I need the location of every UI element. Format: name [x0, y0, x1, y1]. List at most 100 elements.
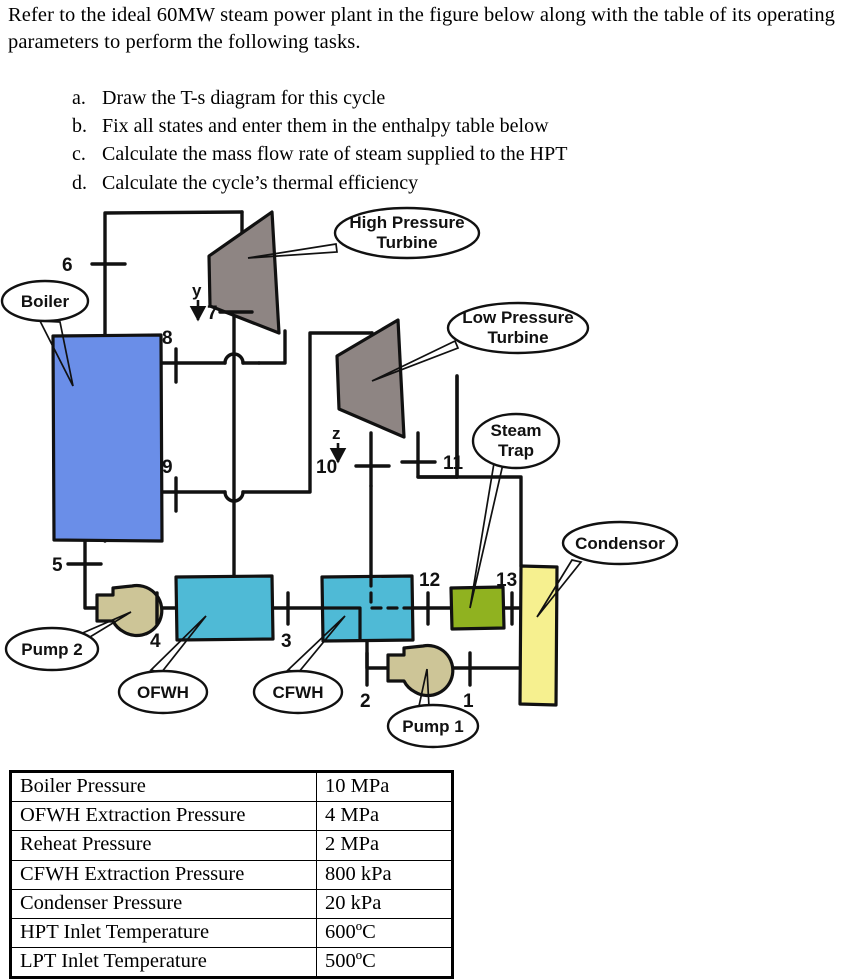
list-item: d. Calculate the cycle’s thermal efficie… — [72, 169, 772, 197]
task-marker: a. — [72, 87, 86, 109]
callout-bubble-boiler — [0, 279, 90, 323]
callout-bubble-steam-trap — [471, 412, 561, 470]
parameter-name: LPT Inlet Temperature — [10, 947, 317, 979]
list-item: c. Calculate the mass flow rate of steam… — [72, 140, 772, 168]
callout-pump-2: Pump 2 — [4, 611, 132, 672]
parameter-value: 500ºC — [316, 947, 453, 979]
pump-1-device — [386, 643, 455, 698]
low-pressure-turbine — [335, 318, 406, 439]
state-label-5: 5 — [52, 555, 63, 576]
callout-high-pressure-turbine: High Pressure Turbine — [247, 206, 481, 260]
list-item: b. Fix all states and enter them in the … — [72, 112, 772, 140]
parameter-value: 2 MPa — [316, 830, 453, 861]
callout-bubble-condenser — [561, 520, 679, 566]
parameter-name: CFWH Extraction Pressure — [10, 859, 317, 890]
callout-tail-lpt — [371, 339, 460, 382]
state-label-10: 10 — [316, 457, 337, 478]
state-label-12: 12 — [419, 570, 440, 591]
callout-label-ofwh: OFWH — [137, 683, 189, 702]
parameter-name: Condenser Pressure — [10, 888, 317, 919]
callout-bubble-ofwh — [117, 669, 209, 715]
condenser-vessel — [518, 564, 559, 707]
table-row: Condenser Pressure 20 kPa — [10, 888, 453, 919]
callout-label-steam-trap-line2: Trap — [498, 441, 534, 460]
task-marker: d. — [72, 171, 87, 194]
flow-fraction-y: y — [192, 281, 202, 300]
boiler-vessel — [51, 333, 164, 543]
callout-label-condenser: Condensor — [575, 534, 665, 553]
table-row: OFWH Extraction Pressure 4 MPa — [10, 801, 453, 832]
intro-paragraph: Refer to the ideal 60MW steam power plan… — [8, 4, 836, 54]
task-text: Draw the T-s diagram for this cycle — [102, 87, 386, 109]
pipe-state-5 — [83, 539, 99, 610]
pipe-hpt-exit-to-reheat — [257, 329, 287, 365]
list-item: a. Draw the T-s diagram for this cycle — [72, 84, 772, 112]
callout-label-lpt-line1: Low Pressure — [462, 308, 574, 327]
task-marker: c. — [72, 143, 86, 166]
parameter-name: Reheat Pressure — [10, 830, 317, 861]
closed-feedwater-heater — [320, 574, 415, 643]
state-label-2: 2 — [360, 691, 371, 712]
state-label-11: 11 — [443, 453, 464, 474]
task-marker: b. — [72, 115, 87, 138]
pipe-state-9-b — [241, 331, 374, 494]
callout-ofwh: OFWH — [117, 615, 209, 715]
flow-fraction-z: z — [332, 424, 341, 443]
callout-label-cfwh: CFWH — [273, 683, 324, 702]
callout-label-hpt-line1: High Pressure — [349, 213, 464, 232]
high-pressure-turbine — [207, 210, 281, 335]
callout-label-lpt-line2: Turbine — [487, 328, 548, 347]
plant-schematic-svg: .pipe{stroke:#111;stroke-width:3.4;fill:… — [0, 206, 679, 749]
table-row: HPT Inlet Temperature 600ºC — [10, 917, 453, 949]
pump-2-device — [95, 583, 164, 638]
state-label-6: 6 — [62, 255, 73, 276]
table-row: CFWH Extraction Pressure 800 kPa — [10, 859, 453, 890]
callout-boiler: Boiler — [0, 279, 90, 387]
parameter-value: 20 kPa — [316, 888, 453, 919]
plant-schematic-figure: .pipe{stroke:#111;stroke-width:3.4;fill:… — [0, 196, 700, 766]
callout-low-pressure-turbine: Low Pressure Turbine — [371, 301, 590, 382]
parameter-value: 10 MPa — [316, 770, 453, 803]
callout-label-boiler: Boiler — [21, 292, 70, 311]
callout-steam-trap: Steam Trap — [469, 412, 561, 609]
parameter-name: OFWH Extraction Pressure — [10, 801, 317, 832]
state-label-4: 4 — [150, 631, 161, 652]
task-list: a. Draw the T-s diagram for this cycle b… — [72, 84, 772, 197]
callout-label-steam-trap-line1: Steam — [490, 421, 541, 440]
callout-bubble-lpt — [446, 301, 590, 355]
table-row: Boiler Pressure 10 MPa — [10, 770, 453, 803]
state-label-7: 7 — [207, 303, 218, 324]
table-row: LPT Inlet Temperature 500ºC — [10, 947, 453, 979]
state-label-1: 1 — [463, 691, 474, 712]
callout-condenser: Condensor — [536, 520, 679, 618]
callout-bubble-pump2 — [4, 626, 100, 672]
state-label-13: 13 — [496, 570, 517, 591]
task-text: Calculate the mass flow rate of steam su… — [102, 143, 568, 166]
table-row: Reheat Pressure 2 MPa — [10, 830, 453, 861]
state-label-3: 3 — [281, 631, 292, 652]
callout-tail-hpt — [247, 243, 338, 259]
state-label-8: 8 — [162, 328, 173, 349]
operating-parameters-table: Boiler Pressure 10 MPa OFWH Extraction P… — [9, 770, 454, 980]
cfwh-tube-bundle — [369, 575, 414, 610]
steam-trap-device — [449, 585, 506, 631]
parameter-value: 4 MPa — [316, 801, 453, 832]
callout-bubble-hpt — [333, 206, 481, 260]
callout-label-hpt-line2: Turbine — [376, 233, 437, 252]
callout-tail-condenser — [536, 559, 583, 618]
task-text: Fix all states and enter them in the ent… — [102, 115, 549, 138]
parameter-value: 600ºC — [316, 917, 453, 949]
callout-bubble-cfwh — [252, 669, 344, 715]
callout-cfwh: CFWH — [252, 615, 346, 715]
callout-bubble-pump1 — [386, 703, 480, 749]
task-text: Calculate the cycle’s thermal efficiency — [102, 171, 419, 194]
cfwh-shell-notch — [320, 606, 362, 642]
callout-label-pump1: Pump 1 — [402, 717, 463, 736]
callout-pump-1: Pump 1 — [386, 668, 480, 749]
state-label-9: 9 — [162, 457, 173, 478]
pipe-state-11-to-condenser — [416, 475, 523, 568]
callout-label-pump2: Pump 2 — [21, 640, 82, 659]
parameter-name: Boiler Pressure — [10, 770, 317, 803]
parameter-value: 800 kPa — [316, 859, 453, 890]
callout-tail-cfwh — [286, 615, 346, 674]
